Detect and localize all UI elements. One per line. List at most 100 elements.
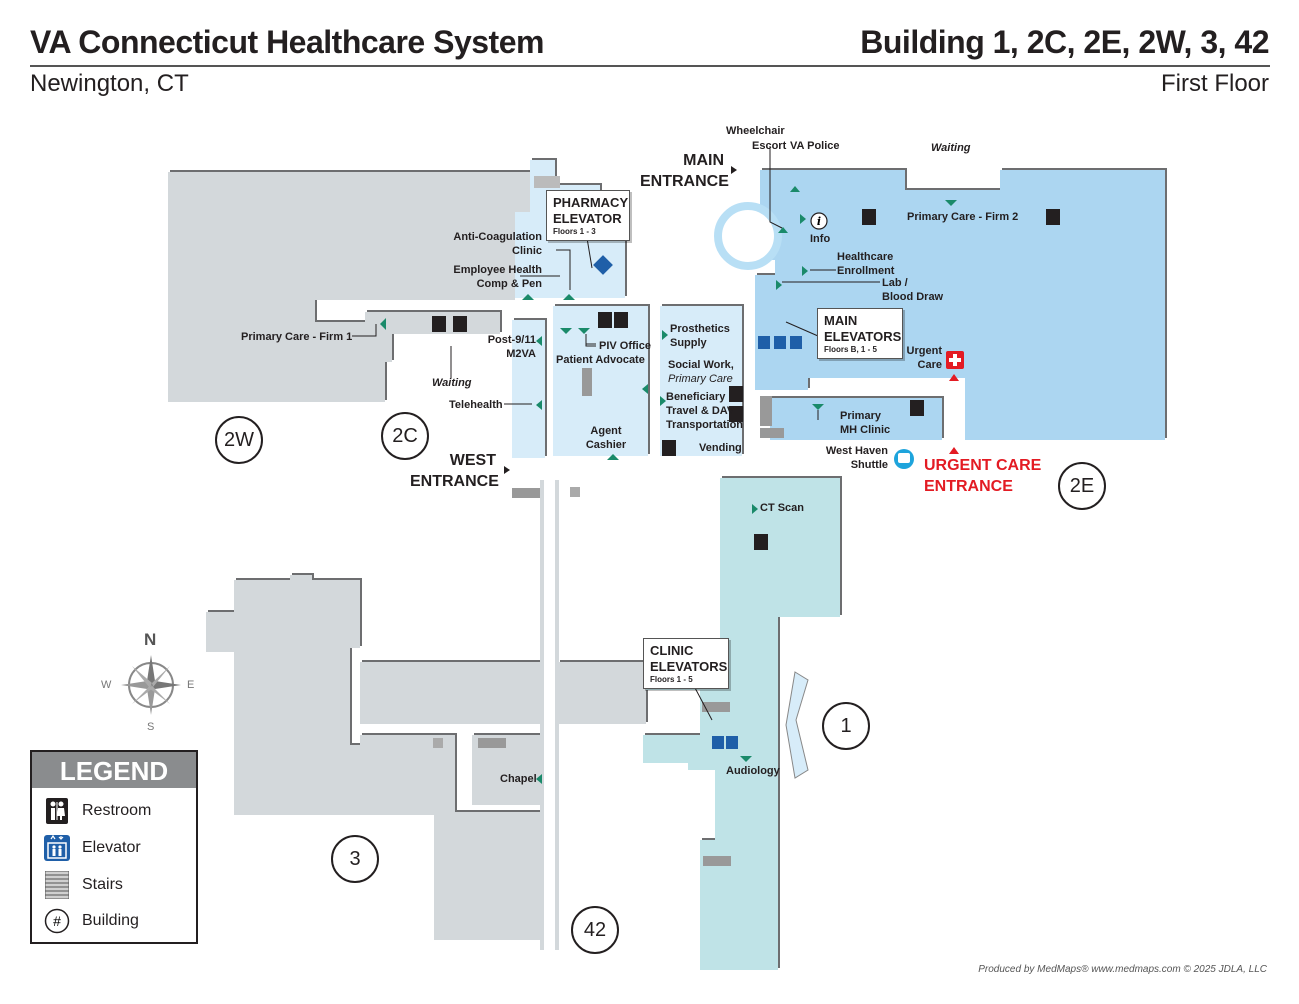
enrollment-line1: Healthcare xyxy=(837,251,894,263)
building-2e-area xyxy=(755,170,1165,440)
label-ct-scan: CT Scan xyxy=(760,502,805,514)
label-lab-blood-draw: Lab /Blood Draw xyxy=(882,276,943,304)
clinic-callout-line2: ELEVATORS xyxy=(650,659,728,674)
west-entrance-arrow xyxy=(504,466,510,474)
urgent-entrance-line2: ENTRANCE xyxy=(924,478,1013,495)
building-2e-marker: 2E xyxy=(1058,462,1106,510)
label-primary-care-firm2: Primary Care - Firm 2 xyxy=(907,211,1019,223)
map-legend: LEGEND Restroom Elevator Stairs # Buildi… xyxy=(30,750,198,944)
building-2w-marker: 2W xyxy=(215,416,263,464)
label-va-police: VA Police xyxy=(790,140,840,152)
shuttle-line1: West Haven xyxy=(825,445,888,457)
building-1-east-curve xyxy=(785,671,809,779)
elevators xyxy=(433,255,802,749)
stairs-icon xyxy=(703,856,731,866)
elevator-icon xyxy=(570,487,580,497)
label-patient-advocate: Patient Advocate xyxy=(556,354,645,366)
stairs-icon xyxy=(760,428,784,438)
label-vending: Vending xyxy=(699,442,742,454)
building-symbol: # xyxy=(53,913,61,929)
label-info: Info xyxy=(810,233,831,245)
building-42-marker: 42 xyxy=(571,906,619,954)
post911-line1: Post-9/11 xyxy=(487,334,536,346)
legend-item-elevator: Elevator xyxy=(44,835,141,861)
building-1-west xyxy=(360,662,540,724)
building-42-area xyxy=(434,812,542,940)
label-primary-care-firm1: Primary Care - Firm 1 xyxy=(241,331,353,343)
restroom-icon xyxy=(729,406,743,422)
label-waiting-mid: Waiting xyxy=(432,377,472,389)
stairs-icon xyxy=(760,396,772,426)
beneficiary-line2: Travel & DAV xyxy=(666,405,735,417)
anticoag-line2: Clinic xyxy=(512,245,542,257)
info-icon xyxy=(810,212,828,230)
main-entrance-line1: MAIN xyxy=(683,152,724,169)
lab-line2: Blood Draw xyxy=(882,291,944,303)
clinic-callout-line1: CLINIC xyxy=(650,643,694,658)
building-list: Building 1, 2C, 2E, 2W, 3, 42 xyxy=(860,24,1269,60)
anticoag-line1: Anti-Coagulation xyxy=(453,231,542,243)
beneficiary-line1: Beneficiary xyxy=(666,391,726,403)
label-wheelchair: Wheelchair xyxy=(726,125,785,137)
label-audiology: Audiology xyxy=(726,765,780,777)
stairs-icon xyxy=(534,176,560,188)
compass-north: N xyxy=(144,630,157,649)
building-2c-marker: 2C xyxy=(381,412,429,460)
prosthetics-line2: Supply xyxy=(670,337,707,349)
urgent-care-arrow xyxy=(949,374,959,381)
enrollment-line2: Enrollment xyxy=(837,265,895,277)
stairs-icon xyxy=(44,871,70,899)
location-markers xyxy=(380,186,957,784)
restroom-icon xyxy=(729,386,743,402)
elevator-icon xyxy=(758,336,770,349)
restroom-icon xyxy=(598,312,612,328)
clinic-elevators-callout: CLINIC ELEVATORS Floors 1 - 5 xyxy=(643,638,729,689)
main-entrance-rotunda xyxy=(714,202,782,270)
legend-item-stairs: Stairs xyxy=(44,871,123,899)
agent-line1: Agent xyxy=(590,425,622,437)
restrooms xyxy=(432,209,1060,550)
building-1-area xyxy=(643,478,840,970)
label-piv-office: PIV Office xyxy=(599,340,651,352)
urgent-entrance-arrow xyxy=(949,447,959,454)
mh-line1: Primary xyxy=(840,410,881,422)
elevator-icon xyxy=(712,736,724,749)
label-chapel: Chapel xyxy=(500,773,537,785)
legend-item-building: # Building xyxy=(44,908,139,934)
pharmacy-elevator-callout: PHARMACY ELEVATOR Floors 1 - 3 xyxy=(546,190,630,241)
elevator-icon xyxy=(774,336,786,349)
restroom-icon xyxy=(754,534,768,550)
employee-health-line2: Comp & Pen xyxy=(476,278,542,290)
2c-east-core xyxy=(660,306,742,456)
stairs-icon xyxy=(582,368,592,396)
elevator-icon xyxy=(433,738,443,748)
location-subtitle: Newington, CT xyxy=(30,70,189,97)
main-callout-line1: MAIN xyxy=(824,313,858,328)
employee-health-line1: Employee Health xyxy=(453,264,542,276)
building-3-marker: 3 xyxy=(331,835,379,883)
system-title: VA Connecticut Healthcare System xyxy=(30,24,544,60)
compass-south: S xyxy=(147,721,155,733)
urgent-line1: Urgent xyxy=(906,345,942,357)
clinic-callout-floors: Floors 1 - 5 xyxy=(650,675,693,684)
stairs-icon xyxy=(512,488,540,498)
restroom-icon xyxy=(910,400,924,416)
restroom-icon xyxy=(614,312,628,328)
elevator-icon xyxy=(44,835,70,861)
restroom-icon xyxy=(862,209,876,225)
legend-label-stairs: Stairs xyxy=(82,876,123,893)
compass-west: W xyxy=(101,679,112,691)
west-corridor-b xyxy=(555,480,559,950)
building-3-west xyxy=(206,612,240,652)
stairs-icon xyxy=(478,738,506,748)
social-work-line1: Social Work, xyxy=(668,359,734,371)
agent-line2: Cashier xyxy=(585,439,627,451)
